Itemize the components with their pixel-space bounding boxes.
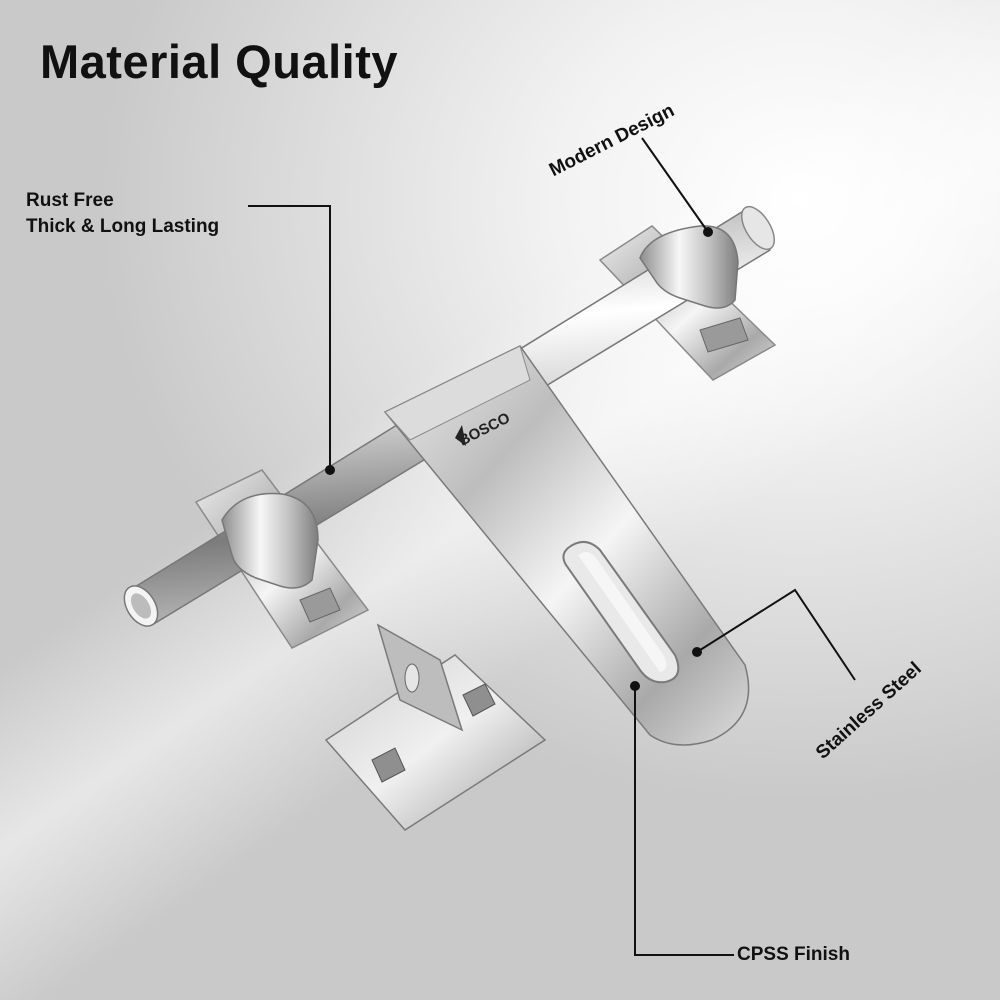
callout-dots: [325, 227, 713, 691]
leader-modern-design: [641, 137, 709, 233]
callout-cpss-finish: CPSS Finish: [737, 944, 850, 965]
callout-rust-free: Rust Free Thick & Long Lasting: [26, 188, 219, 240]
leader-stainless-steel: [696, 588, 856, 681]
hasp-plate: [383, 345, 750, 746]
leader-cpss-finish: [634, 686, 734, 956]
upper-bracket-loop: [639, 225, 739, 309]
lower-bracket-loop: [221, 492, 319, 589]
brand-arrow-icon: [455, 425, 466, 446]
callout-rust-free-line2: Thick & Long Lasting: [26, 216, 220, 237]
page-title: Material Quality: [40, 35, 398, 88]
leader-rust-free: [248, 205, 331, 470]
callout-leaders: [248, 137, 856, 956]
keeper-bracket: [324, 623, 547, 831]
callout-rust-free-line1: Rust Free: [26, 190, 114, 211]
